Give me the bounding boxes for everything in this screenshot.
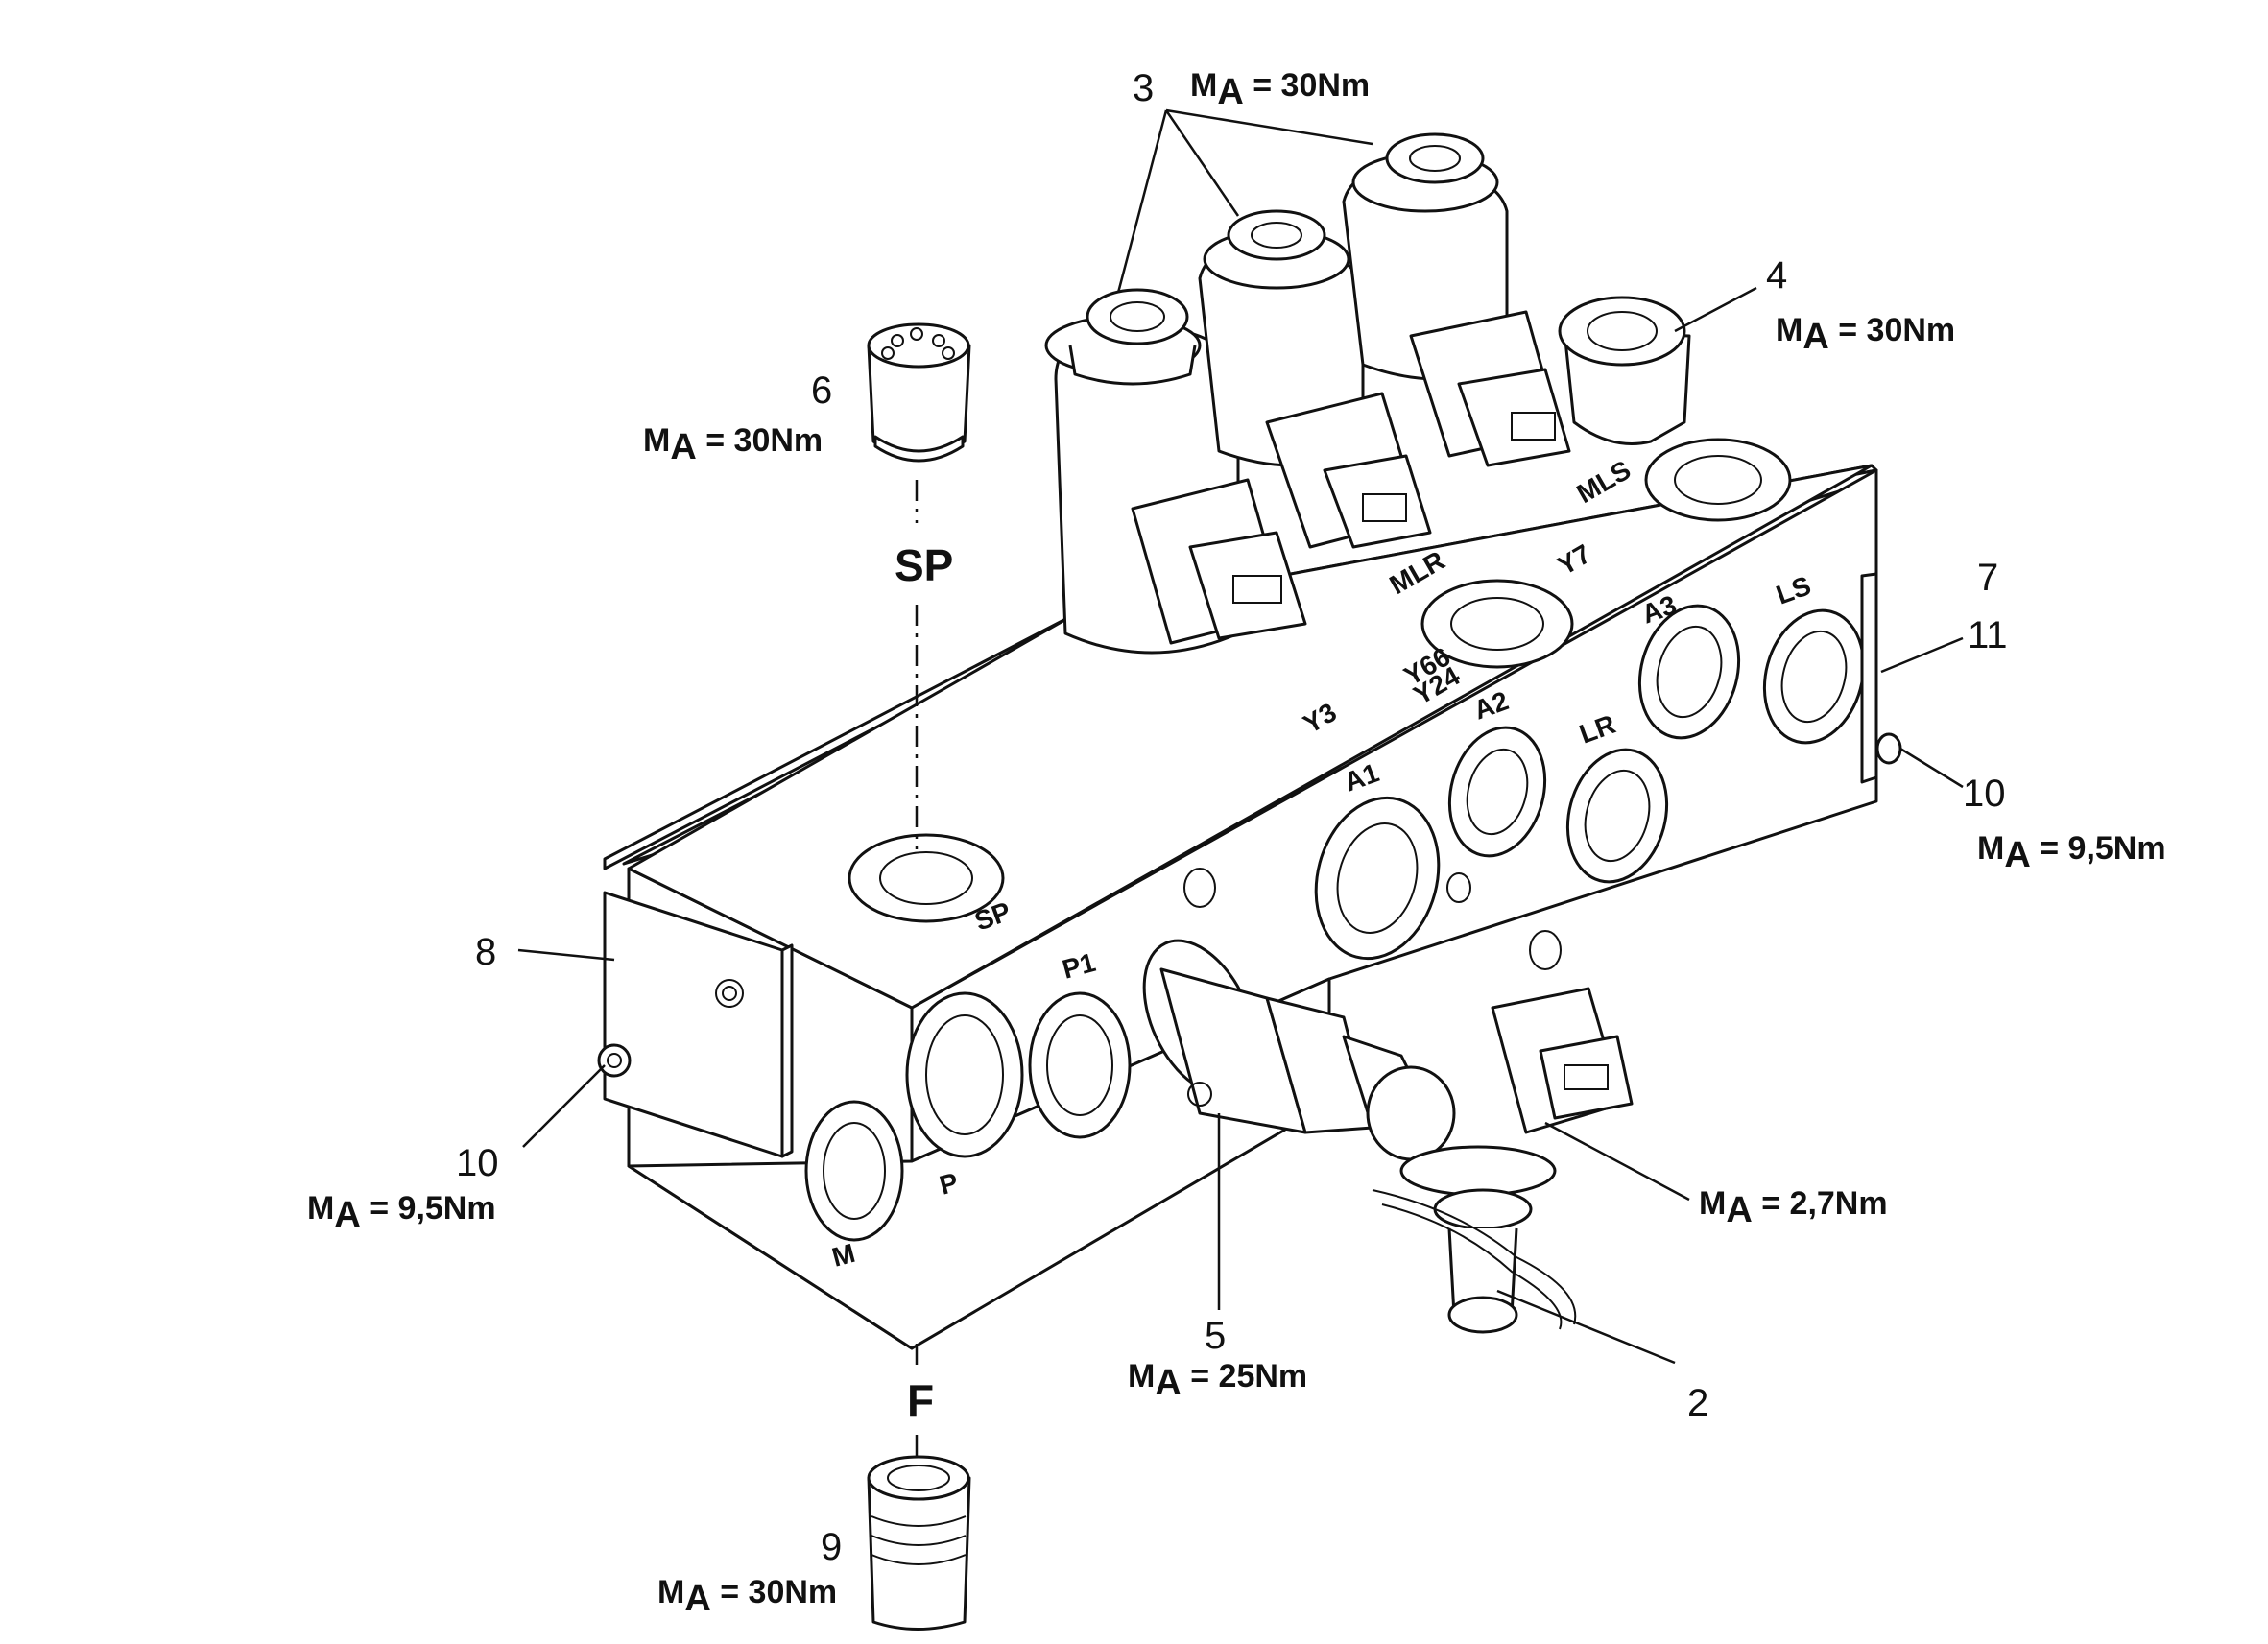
cover-plate — [597, 891, 794, 1158]
callout-3: 3 — [1133, 67, 1154, 109]
right-end-fittings — [1860, 572, 1902, 784]
torque-5: MA = 25Nm — [1128, 1358, 1307, 1403]
callout-7: 7 — [1977, 557, 1998, 599]
torque-9: MA = 30Nm — [657, 1574, 837, 1619]
torque-10-right: MA = 9,5Nm — [1977, 830, 2166, 875]
callout-10-right: 10 — [1963, 773, 2006, 815]
callout-10-left: 10 — [456, 1142, 499, 1184]
callout-5: 5 — [1205, 1315, 1226, 1357]
plug-9 — [867, 1455, 971, 1631]
callout-numbers: 3 4 6 7 11 10 8 10 5 2 9 — [456, 67, 2008, 1568]
callout-2: 2 — [1687, 1382, 1708, 1424]
fitting — [1558, 296, 1691, 445]
port-label-sp-large: SP — [895, 540, 953, 590]
callout-9: 9 — [821, 1526, 842, 1568]
callout-4: 4 — [1766, 254, 1787, 297]
torque-10-left: MA = 9,5Nm — [307, 1190, 496, 1235]
front-face-ports — [1183, 604, 1866, 970]
leader-lines — [517, 108, 1964, 1365]
torque-specs: MA = 30Nm MA = 30Nm MA = 30Nm MA = 9,5Nm… — [307, 67, 2166, 1619]
torque-2: MA = 2,7Nm — [1699, 1185, 1888, 1230]
port-label-f-large: F — [907, 1375, 934, 1425]
torque-6: MA = 30Nm — [643, 422, 823, 467]
callout-11: 11 — [1968, 614, 2008, 656]
solenoid-coils — [1044, 132, 1571, 655]
port-label-mls: MLS — [1572, 455, 1636, 509]
top-ports — [848, 438, 1792, 923]
callout-8: 8 — [475, 931, 496, 973]
torque-4: MA = 30Nm — [1776, 312, 1955, 357]
plug-6 — [867, 322, 971, 463]
torque-3: MA = 30Nm — [1190, 67, 1370, 112]
callout-6: 6 — [811, 369, 832, 412]
end-face-ports — [804, 991, 1132, 1242]
pressure-valve — [1142, 939, 1456, 1161]
bottom-solenoid — [1372, 987, 1634, 1334]
